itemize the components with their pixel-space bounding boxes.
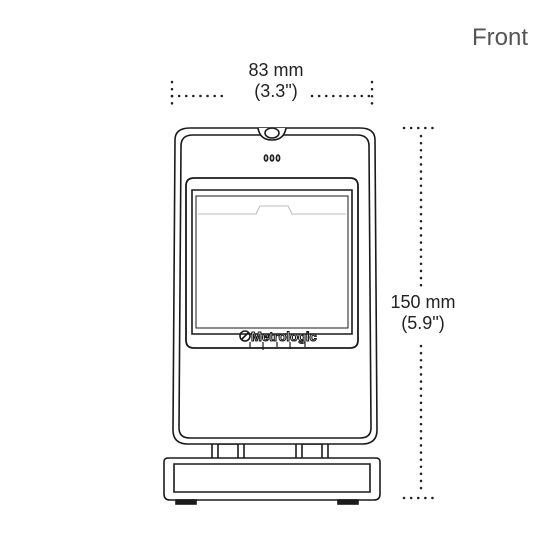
height-dimension: 150 mm (5.9") <box>384 292 462 334</box>
brand-logo-text: Metrologic <box>251 329 317 344</box>
indicator-led <box>257 127 287 162</box>
width-imperial: (3.3") <box>254 81 298 101</box>
brand-logo-mark <box>239 330 306 350</box>
height-metric: 150 mm <box>390 292 456 312</box>
height-imperial: (5.9") <box>401 313 445 333</box>
width-dimension: 83 mm (3.3") <box>228 60 324 102</box>
scanner-base <box>163 457 381 505</box>
width-dimension-line <box>170 80 374 106</box>
scanner-body <box>172 127 378 445</box>
view-label: Front <box>471 24 528 51</box>
scan-window <box>185 177 359 349</box>
width-metric: 83 mm <box>248 60 304 80</box>
height-dimension-line <box>402 126 436 500</box>
